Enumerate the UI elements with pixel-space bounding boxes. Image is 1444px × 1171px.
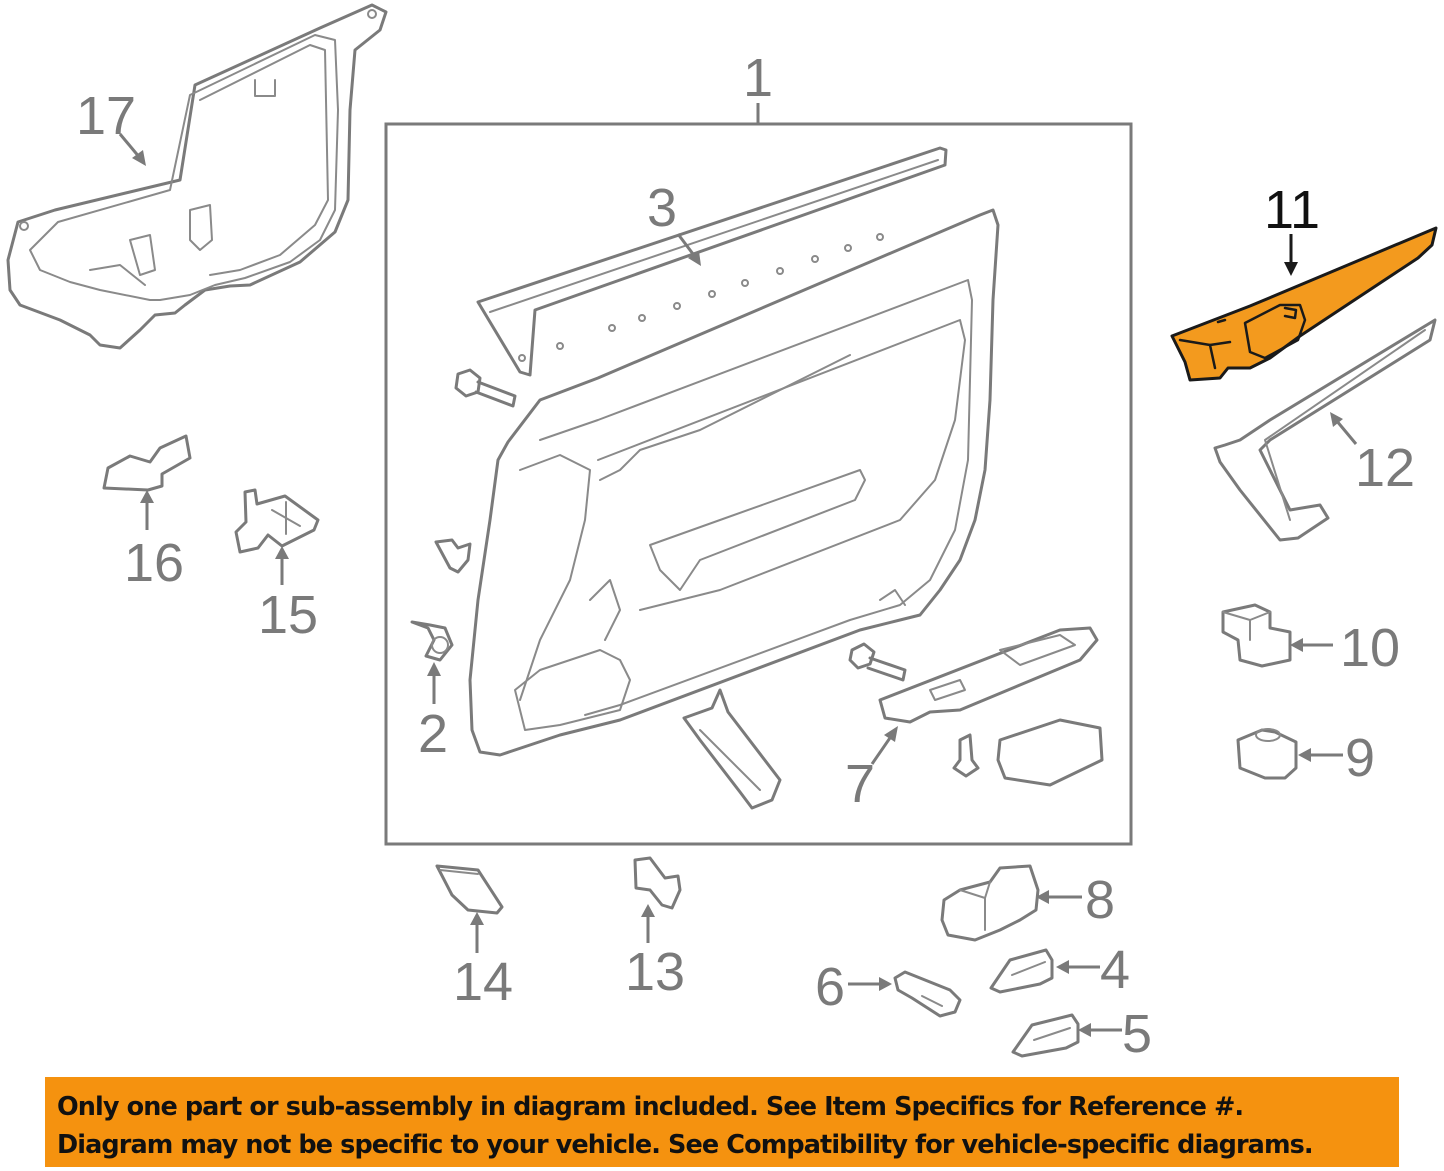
part-8-window-switch: 8	[940, 864, 1115, 942]
callout-4: 4	[1100, 940, 1130, 1000]
assembly-1-frame: 1	[384, 48, 1133, 846]
part-10-switch-cap: 10	[1221, 603, 1400, 678]
callout-5: 5	[1122, 1004, 1152, 1064]
part-14-cover: 14	[435, 864, 513, 1012]
callout-2: 2	[418, 704, 448, 764]
callout-3: 3	[647, 178, 677, 238]
part-9-knob: 9	[1236, 728, 1375, 788]
disclaimer-line-2: Diagram may not be specific to your vehi…	[57, 1130, 1314, 1160]
callout-13: 13	[625, 942, 685, 1002]
callout-8: 8	[1085, 870, 1115, 930]
part-4-switch-button: 4	[989, 940, 1130, 1000]
part-1-door-panel	[468, 208, 1000, 757]
part-7-switch-panel: 7	[845, 626, 1104, 814]
part-13-clip: 13	[625, 856, 685, 1002]
callout-1: 1	[743, 48, 773, 108]
callout-17: 17	[76, 86, 136, 146]
callout-11: 11	[1264, 180, 1320, 240]
disclaimer-line-1: Only one part or sub-assembly in diagram…	[57, 1092, 1244, 1122]
part-5-switch-button: 5	[1011, 1004, 1152, 1064]
part-17-door-seal-frame: 17	[6, 3, 388, 350]
callout-10: 10	[1340, 618, 1400, 678]
callout-15: 15	[258, 585, 318, 645]
part-16-bracket: 16	[102, 434, 192, 593]
callout-7: 7	[845, 754, 875, 814]
part-2-screw: 2	[410, 620, 454, 764]
callout-12: 12	[1355, 438, 1415, 498]
bracket-lower	[682, 688, 782, 810]
callout-14: 14	[453, 952, 513, 1012]
callout-6: 6	[815, 957, 845, 1017]
part-15-bracket: 15	[234, 488, 320, 645]
part-11-highlighted-trim[interactable]: 11	[1170, 180, 1438, 382]
callout-16: 16	[124, 533, 184, 593]
callout-9: 9	[1345, 728, 1375, 788]
clip-small	[434, 538, 472, 574]
part-12-trim-garnish: 12	[1213, 318, 1437, 542]
disclaimer-banner: Only one part or sub-assembly in diagram…	[45, 1077, 1399, 1167]
part-6-bulb: 6	[815, 957, 962, 1018]
bolt-upper	[454, 368, 517, 408]
part-3-weatherstrip: 3	[476, 146, 948, 377]
